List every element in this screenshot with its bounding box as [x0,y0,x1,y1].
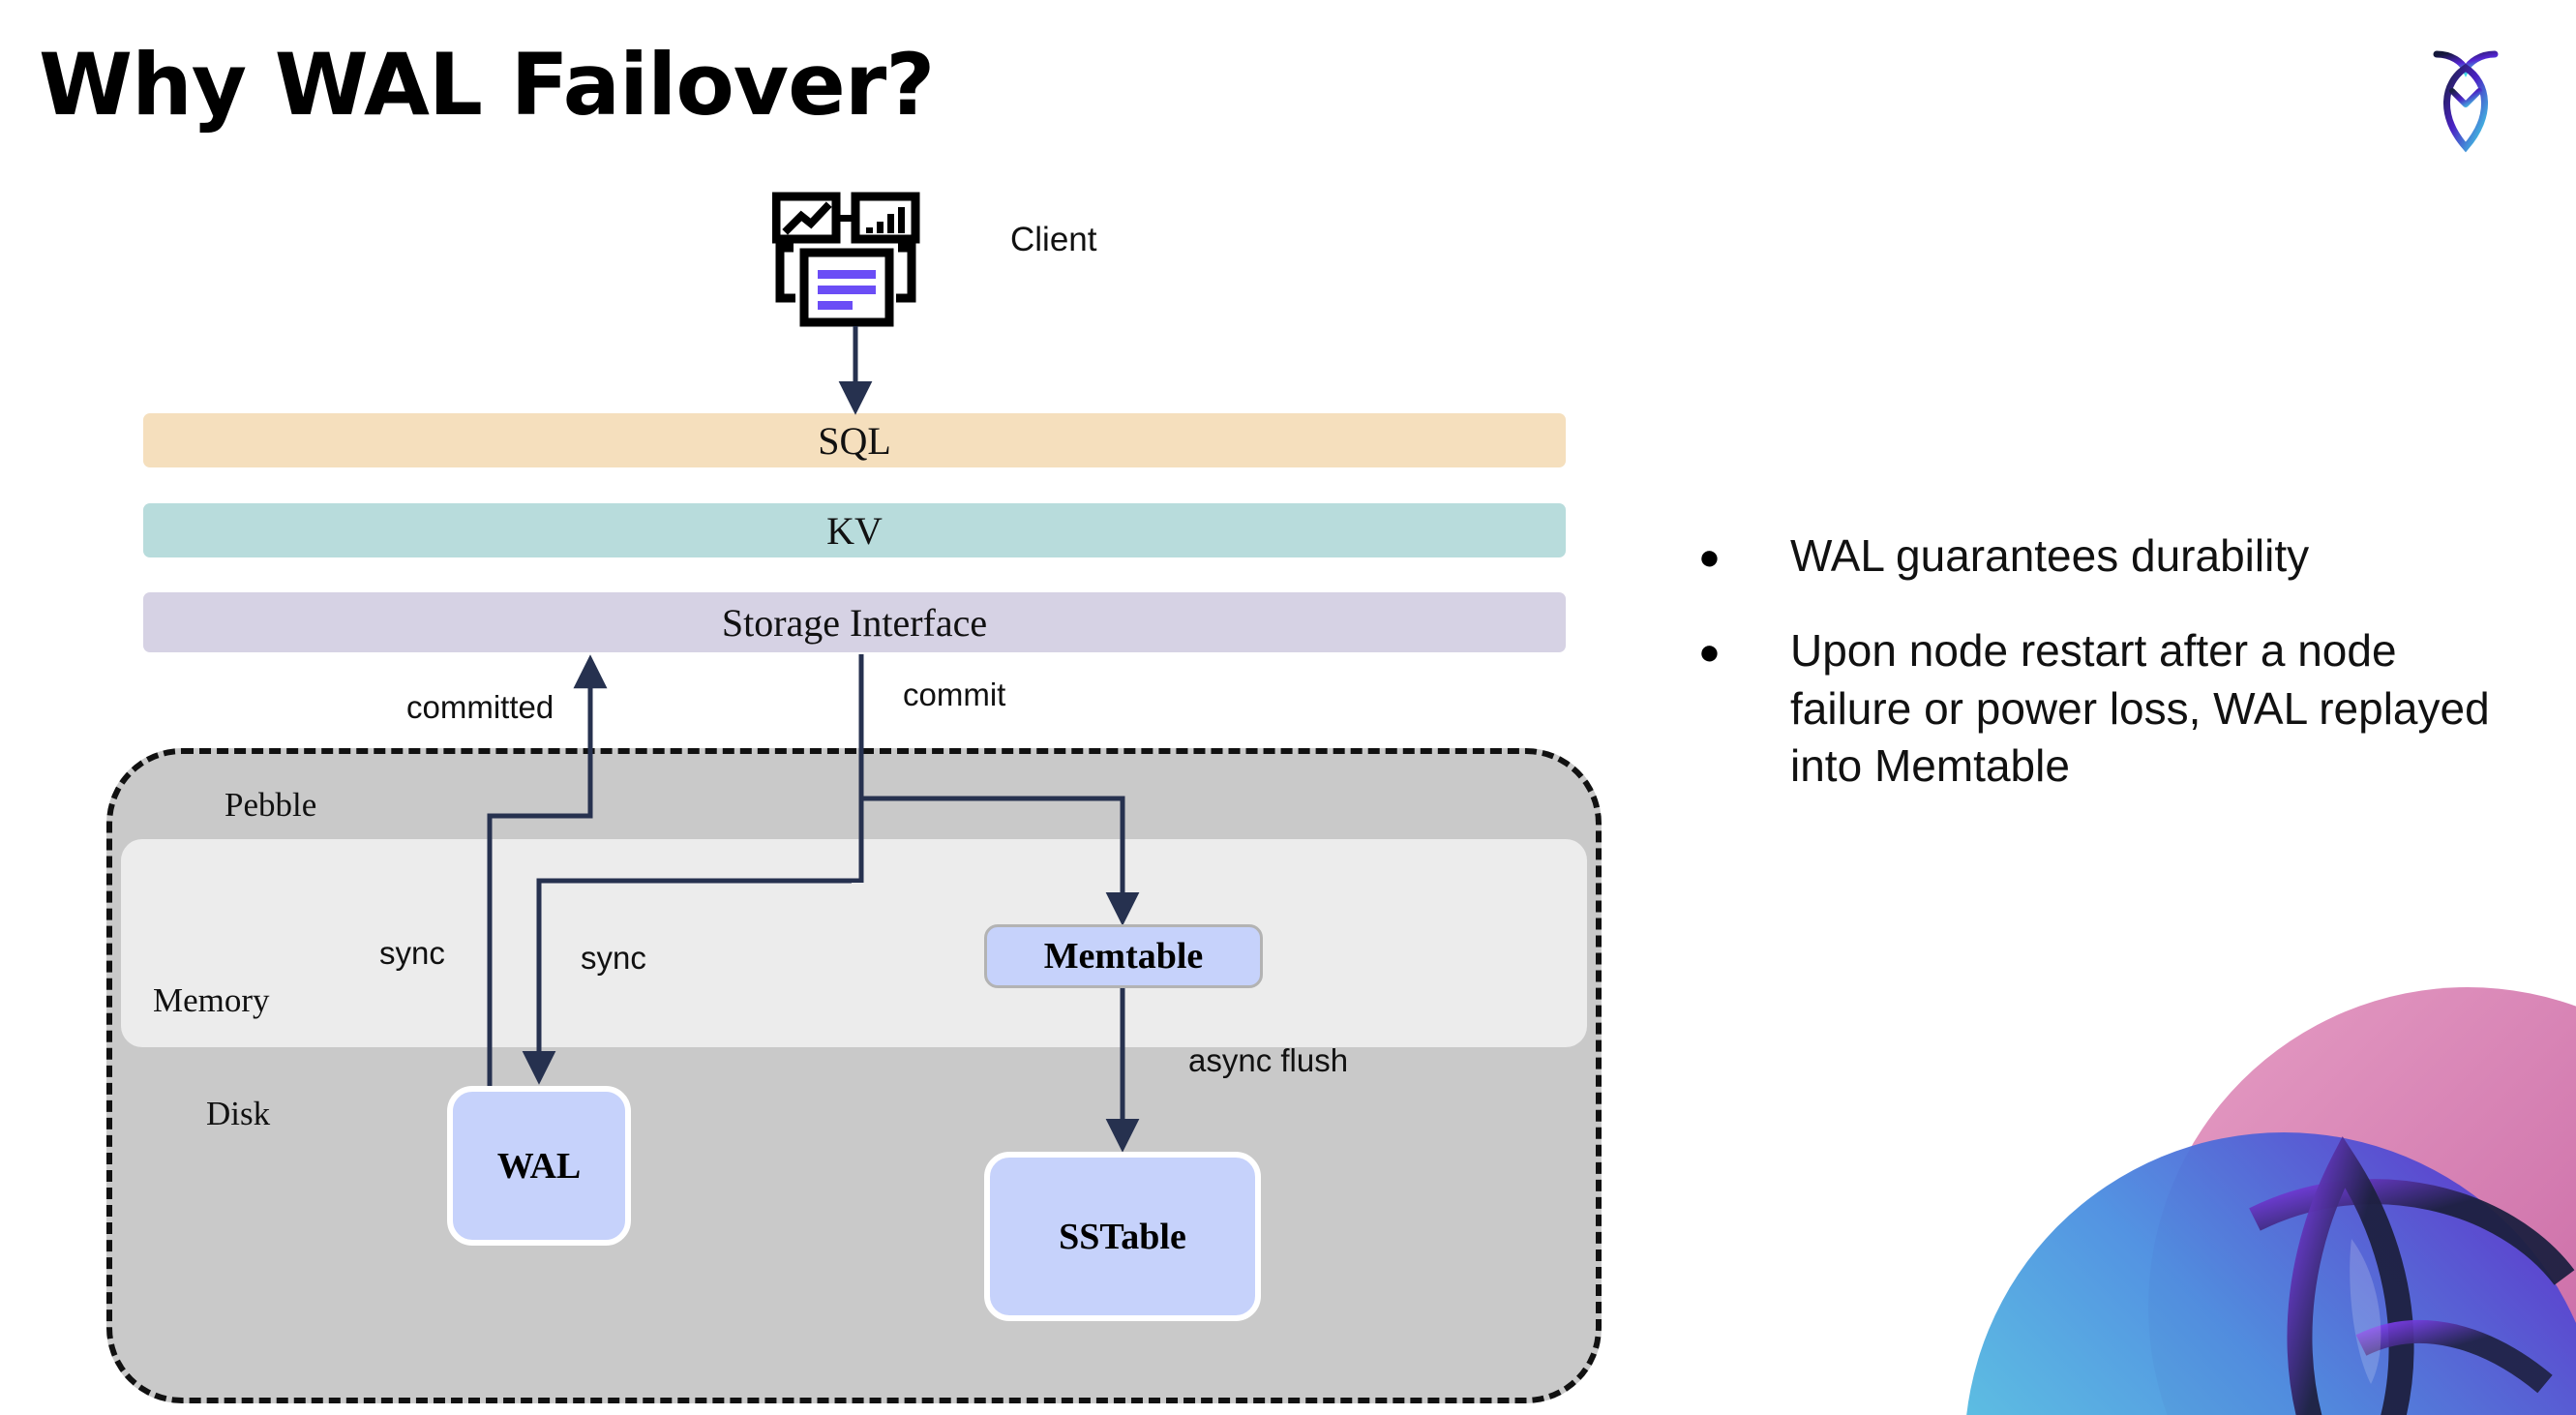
node-label-wal: WAL [496,1145,582,1187]
page-title: Why WAL Failover? [39,35,935,135]
node-sstable: SSTable [984,1152,1261,1321]
layer-bar-kv: KV [143,503,1566,557]
edge-label-committed: committed [406,689,554,725]
node-memtable: Memtable [984,924,1263,988]
memory-band [121,839,1587,1047]
bullet-list: ● WAL guarantees durability ● Upon node … [1698,527,2501,832]
list-item: ● Upon node restart after a node failure… [1698,622,2501,796]
bullet-text: Upon node restart after a node failure o… [1790,624,2490,792]
edge-label-sync-left: sync [379,935,445,971]
layer-bar-sql: SQL [143,413,1566,467]
edge-label-sync-right: sync [581,940,646,976]
list-item: ● WAL guarantees durability [1698,527,2501,586]
node-label-memtable: Memtable [1043,936,1204,977]
client-dashboard-icon [772,192,920,327]
edge-label-commit: commit [903,677,1006,712]
layer-label-storage: Storage Interface [721,600,988,645]
edge-label-async-flush: async flush [1188,1042,1349,1078]
overlapping-circles-leaf-art-icon [1966,987,2576,1415]
disk-label: Disk [206,1095,271,1132]
pebble-label: Pebble [225,786,317,824]
node-wal: WAL [447,1086,631,1246]
layer-label-kv: KV [826,508,883,553]
node-label-sstable: SSTable [1059,1216,1186,1257]
layer-label-sql: SQL [818,418,891,463]
cockroach-leaf-logo-icon [2433,50,2499,153]
client-label: Client [1010,221,1097,258]
layer-bar-storage: Storage Interface [143,592,1566,652]
bullet-marker-icon: ● [1698,537,1721,578]
bullet-marker-icon: ● [1698,631,1721,673]
bullet-text: WAL guarantees durability [1790,530,2310,581]
memory-label: Memory [153,981,270,1019]
